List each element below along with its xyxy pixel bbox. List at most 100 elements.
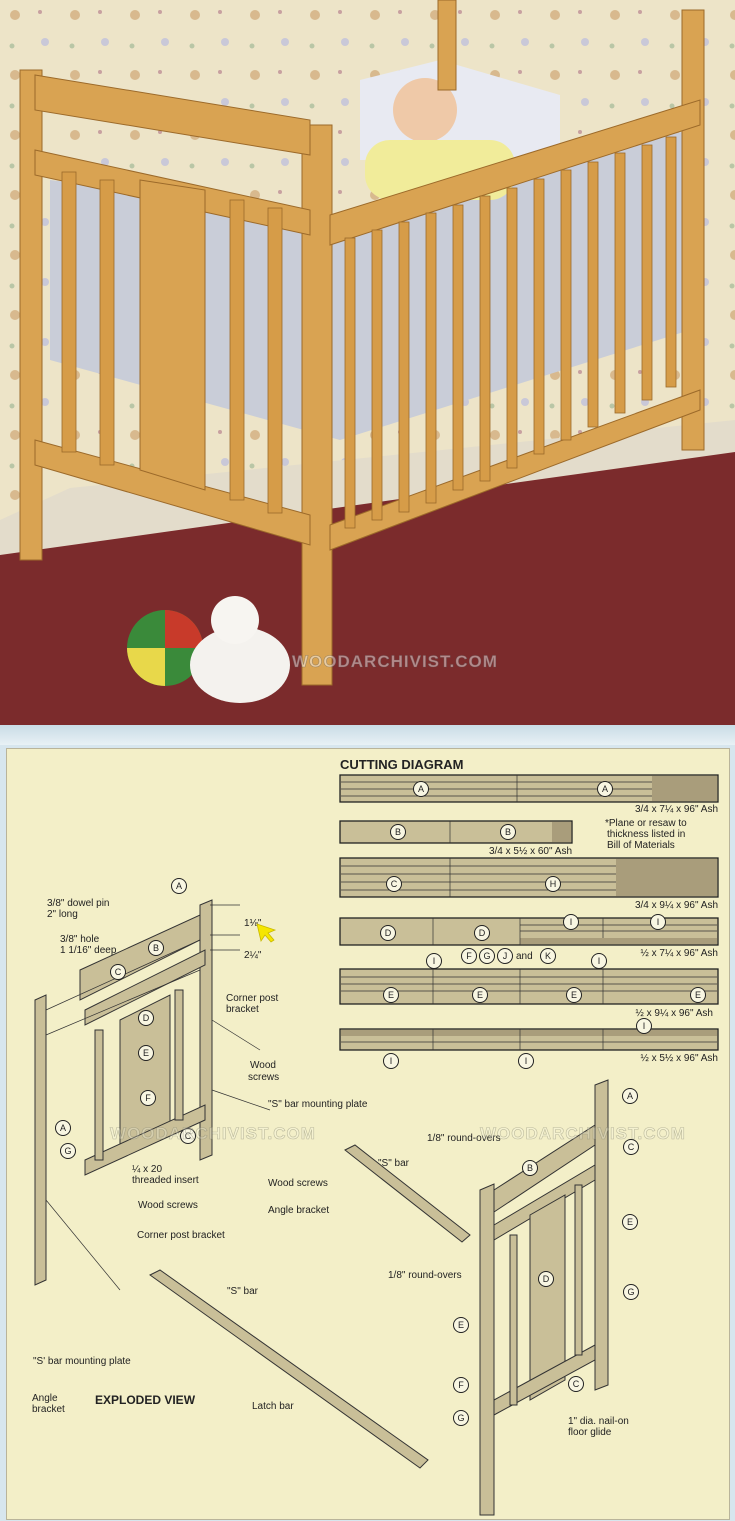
label-s-bar-plate-1: "S" bar mounting plate: [268, 1099, 368, 1110]
note-line-3: Bill of Materials: [607, 840, 675, 851]
callout: D: [380, 925, 396, 941]
dimension-2: 2¼": [244, 950, 262, 961]
board-1-size: 3/4 x 7¼ x 96" Ash: [634, 804, 718, 815]
toy-bunny: [190, 627, 290, 703]
callout: K: [540, 948, 556, 964]
board-6-size: ½ x 5½ x 96" Ash: [640, 1053, 719, 1064]
and-text: and: [516, 951, 533, 962]
label-floor-glide-1: 1" dia. nail-on: [568, 1416, 629, 1427]
callout: G: [453, 1410, 469, 1426]
callout: E: [690, 987, 706, 1003]
footboard-bottom-rail: [493, 1344, 596, 1416]
label-round-overs-1: 1/8" round-overs: [427, 1133, 501, 1144]
label-wood-screws-1b: screws: [248, 1072, 280, 1083]
callout: F: [461, 948, 477, 964]
exploded-view-title: EXPLODED VIEW: [95, 1393, 196, 1407]
callout: A: [171, 878, 187, 894]
callout: C: [110, 964, 126, 980]
callout: A: [622, 1088, 638, 1104]
callout: H: [545, 876, 561, 892]
crib-frame: [19, 0, 705, 686]
label-round-overs-2: 1/8" round-overs: [388, 1270, 462, 1281]
callout: I: [563, 914, 579, 930]
label-wood-screws-2: Wood screws: [138, 1200, 198, 1211]
board-5: [339, 968, 719, 1005]
callout: E: [138, 1045, 154, 1061]
callout: E: [453, 1317, 469, 1333]
callout: G: [60, 1143, 76, 1159]
callout: A: [413, 781, 429, 797]
label-s-bar-plate-2: "S' bar mounting plate: [33, 1356, 131, 1367]
dimension-1: 1⅛": [244, 918, 262, 929]
label-wood-screws-1a: Wood: [250, 1060, 276, 1071]
label-latch-bar: Latch bar: [252, 1401, 294, 1412]
label-angle-bracket-2a: Angle: [32, 1393, 58, 1404]
callout: D: [138, 1010, 154, 1026]
callout: G: [479, 948, 495, 964]
callout: D: [538, 1271, 554, 1287]
footboard-rail: [493, 1164, 596, 1241]
label-s-bar-2: "S" bar: [227, 1286, 259, 1297]
label-s-bar-1: "S" bar: [378, 1158, 410, 1169]
label-wood-screws-3: Wood screws: [268, 1178, 328, 1189]
callout: E: [383, 987, 399, 1003]
callout: C: [623, 1139, 639, 1155]
label-floor-glide-2: floor glide: [568, 1427, 612, 1438]
separator: [0, 725, 735, 745]
callout: F: [453, 1377, 469, 1393]
footboard-top-rail: [493, 1124, 596, 1213]
callout: F: [140, 1090, 156, 1106]
callout: I: [591, 953, 607, 969]
corner-post-left: [34, 994, 47, 1286]
callout: J: [497, 948, 513, 964]
callout: I: [650, 914, 666, 930]
callout: C: [180, 1128, 196, 1144]
callout: C: [568, 1376, 584, 1392]
callout: I: [426, 953, 442, 969]
callout: I: [636, 1018, 652, 1034]
board-3-size: 3/4 x 9¼ x 96" Ash: [634, 900, 718, 911]
label-angle-bracket-2b: bracket: [32, 1404, 65, 1415]
label-corner-post-bracket-2: Corner post bracket: [137, 1230, 225, 1241]
s-bar-bottom: [149, 1269, 429, 1469]
diagram-watermark-2: WOODARCHIVIST.COM: [480, 1124, 686, 1144]
label-angle-bracket-1: Angle bracket: [268, 1205, 330, 1216]
label-dowel-pin-1: 3/8" dowel pin: [47, 898, 110, 909]
callout: B: [522, 1160, 538, 1176]
callout: B: [148, 940, 164, 956]
callout: E: [622, 1214, 638, 1230]
label-insert-1: ¼ x 20: [132, 1164, 163, 1175]
label-insert-2: threaded insert: [132, 1175, 199, 1186]
board-2-size: 3/4 x 5½ x 60" Ash: [488, 846, 572, 857]
headboard-bottom-rail: [84, 1104, 206, 1176]
label-hole-1: 3/8" hole: [60, 934, 100, 945]
crib-slats: [61, 136, 677, 529]
label-corner-post-2: bracket: [226, 1004, 259, 1015]
callout: B: [500, 824, 516, 840]
label-corner-post-1: Corner post: [226, 993, 279, 1004]
callout: G: [623, 1284, 639, 1300]
footboard-panel: [529, 1194, 566, 1401]
label-hole-2: 1 1/16" deep: [60, 945, 117, 956]
footboard-post-left: [479, 1183, 495, 1516]
callout: A: [597, 781, 613, 797]
callout: B: [390, 824, 406, 840]
callout: I: [518, 1053, 534, 1069]
callout: A: [55, 1120, 71, 1136]
cursor-arrow-icon: [256, 923, 277, 943]
note-line-1: *Plane or resaw to: [605, 818, 687, 829]
callout: E: [472, 987, 488, 1003]
baby: [393, 78, 457, 142]
label-dowel-pin-2: 2" long: [47, 909, 78, 920]
footboard-post-right: [594, 1079, 609, 1391]
callout: E: [566, 987, 582, 1003]
callout: I: [383, 1053, 399, 1069]
crib-photo: [0, 0, 735, 725]
callout: C: [386, 876, 402, 892]
board-4-size: ½ x 7¼ x 96" Ash: [640, 948, 719, 959]
board-5-size: ½ x 9¼ x 96" Ash: [635, 1008, 714, 1019]
s-bar-top: [344, 1144, 471, 1243]
photo-watermark: WOODARCHIVIST.COM: [292, 652, 498, 672]
note-line-2: thickness listed in: [607, 829, 686, 840]
